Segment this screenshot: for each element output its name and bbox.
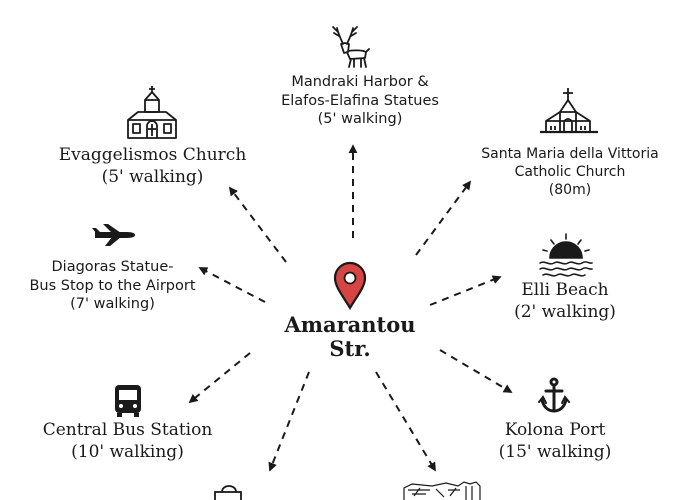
anchor-icon	[538, 377, 570, 413]
distance: (80m)	[548, 181, 592, 198]
walking-time: (2' walking)	[514, 301, 616, 322]
destination-name-line: Catholic Church	[514, 163, 626, 180]
church-icon	[127, 86, 177, 139]
center-title-line: Amarantou	[284, 312, 416, 337]
chapel-icon	[540, 88, 598, 134]
airplane-icon	[92, 224, 135, 246]
walking-time: (7' walking)	[70, 296, 155, 313]
destination-evaggelismos: Evaggelismos Church (5' walking)	[40, 145, 265, 189]
destination-name-line: Elli Beach	[521, 280, 609, 300]
map-pin-icon	[333, 261, 367, 311]
walking-time: (5' walking)	[317, 111, 403, 128]
old-town-sketch-icon	[403, 481, 481, 500]
destination-name-line: Central Bus Station	[42, 420, 213, 440]
shopping-bag-icon	[214, 485, 242, 500]
destination-diagoras: Diagoras Statue- Bus Stop to the Airport…	[0, 258, 225, 314]
sunset-waves-icon	[539, 233, 593, 277]
walking-time: (15' walking)	[498, 441, 612, 462]
destination-name-line: Diagoras Statue-	[51, 259, 174, 275]
destination-name-line: Evaggelismos Church	[58, 145, 247, 165]
destination-central-bus: Central Bus Station (10' walking)	[20, 420, 235, 464]
destination-name-line: Santa Maria della Vittoria	[481, 146, 659, 162]
destination-name-line: Bus Stop to the Airport	[29, 277, 196, 294]
arrow-to-santa-maria	[415, 180, 472, 256]
center-street-name: Amarantou Str.	[265, 312, 435, 362]
destination-elli: Elli Beach (2' walking)	[490, 280, 640, 324]
arrow-to-evaggelismos	[228, 186, 287, 263]
arrow-to-kolona	[439, 349, 513, 393]
walking-time: (10' walking)	[71, 441, 184, 462]
destination-santa-maria: Santa Maria della Vittoria Catholic Chur…	[450, 146, 690, 200]
destination-name-line: Elafos-Elafina Statues	[281, 92, 439, 109]
destination-kolona: Kolona Port (15' walking)	[480, 420, 630, 464]
center-title-line: Str.	[329, 336, 371, 362]
bus-icon	[115, 385, 141, 417]
destination-name-line: Kolona Port	[504, 420, 606, 440]
arrow-to-shopping	[268, 371, 310, 472]
arrow-to-central-bus	[188, 352, 251, 404]
destination-name-line: Mandraki Harbor &	[291, 74, 429, 90]
walking-time: (5' walking)	[101, 166, 204, 187]
deer-icon	[332, 26, 370, 68]
destination-mandraki: Mandraki Harbor & Elafos-Elafina Statues…	[230, 73, 490, 129]
arrow-to-old-town	[375, 371, 436, 472]
